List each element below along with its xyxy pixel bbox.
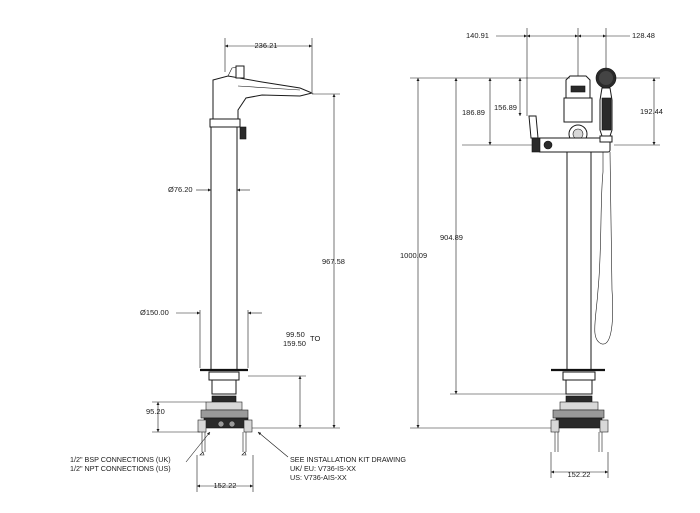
dim-adjust-to: TO	[310, 334, 320, 343]
dim-base-width-left: 152.22	[214, 481, 237, 490]
lever-handle	[528, 115, 539, 139]
dim-lever-height: 156.89	[494, 103, 517, 112]
right-dimensions: 140.91 128.48 1000.09 904.89 186.89 156.…	[400, 28, 663, 479]
dim-overall-height-right: 1000.09	[400, 251, 427, 260]
dim-valve-height: 186.89	[462, 108, 485, 117]
column-front	[566, 151, 592, 371]
installation-notes: SEE INSTALLATION KIT DRAWING UK/ EU: V73…	[290, 455, 406, 482]
left-side-view	[197, 65, 314, 456]
installation-kit	[197, 395, 253, 456]
left-dimensions: 236.21 Ø76.20 967.58 Ø150.00 99.50 159.5…	[140, 38, 345, 492]
dim-spout-reach: 236.21	[255, 41, 278, 50]
dim-overall-height: 967.58	[322, 257, 345, 266]
dim-base-width-right: 152.22	[568, 470, 591, 479]
connection-notes: 1/2" BSP CONNECTIONS (UK) 1/2" NPT CONNE…	[70, 455, 171, 473]
spout	[212, 75, 314, 121]
dim-handshower-height: 192.44	[640, 107, 663, 116]
right-front-view	[528, 67, 617, 452]
hose	[594, 151, 613, 345]
note-see-kit: SEE INSTALLATION KIT DRAWING	[290, 455, 406, 464]
dim-shroud-diameter: Ø150.00	[140, 308, 169, 317]
dim-handle-offset: 140.91	[466, 31, 489, 40]
dim-base-height: 95.20	[146, 407, 165, 416]
note-kit-uk-eu: UK/ EU: V736-IS-XX	[290, 464, 356, 473]
dim-adjust-max: 159.50	[283, 339, 306, 348]
dim-column-height: 904.89	[440, 233, 463, 242]
handshower	[595, 67, 617, 143]
dim-adjust-min: 99.50	[286, 330, 305, 339]
installation-kit-front	[550, 395, 609, 452]
column	[210, 126, 238, 371]
note-connections-us: 1/2" NPT CONNECTIONS (US)	[70, 464, 171, 473]
note-connections-uk: 1/2" BSP CONNECTIONS (UK)	[70, 455, 171, 464]
note-kit-us: US: V736-AIS-XX	[290, 473, 347, 482]
dim-column-diameter: Ø76.20	[168, 185, 193, 194]
dim-handshower-width: 128.48	[632, 31, 655, 40]
